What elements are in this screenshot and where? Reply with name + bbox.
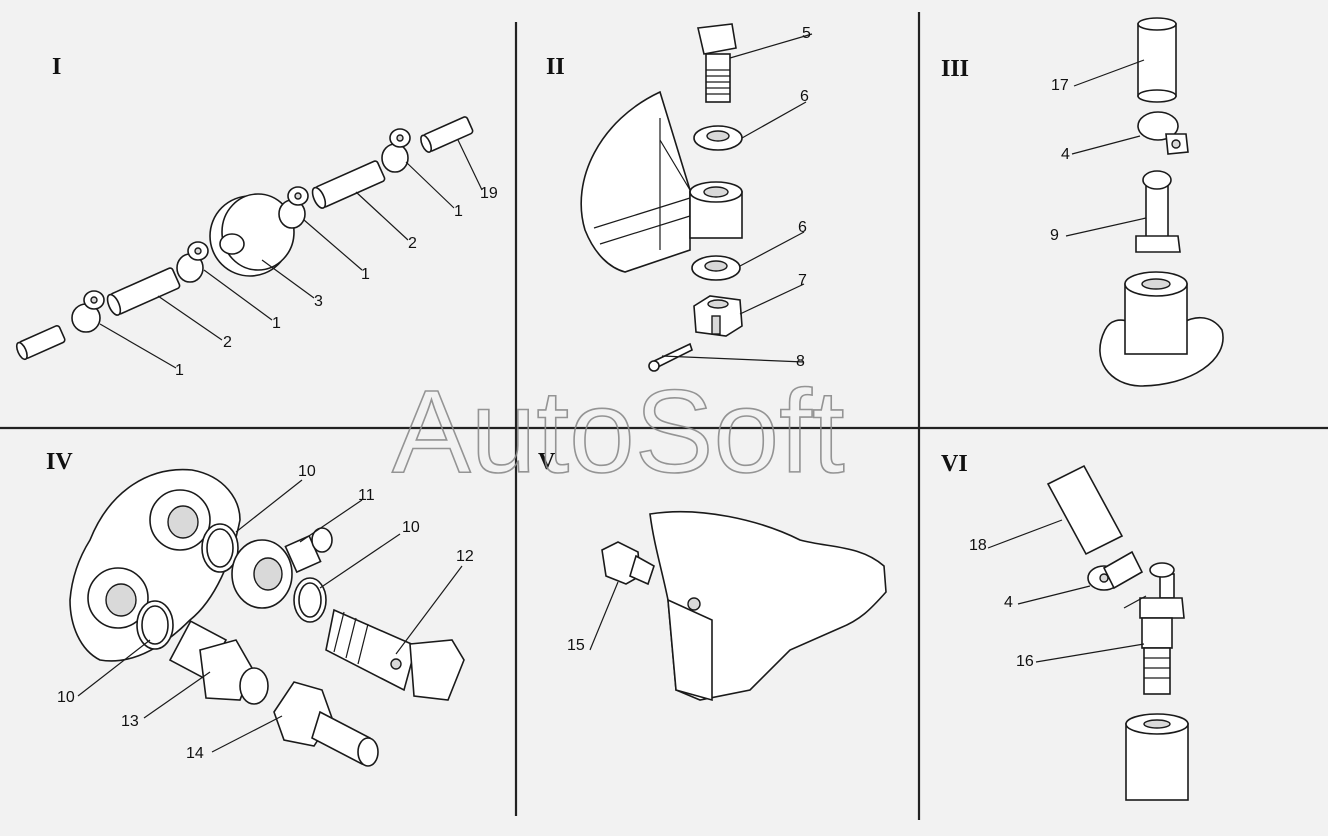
sleeve-part-17 — [1137, 17, 1177, 103]
castle-nut-part-7 — [693, 295, 743, 337]
panel-label-5: V — [538, 449, 556, 475]
callout-11: 11 — [358, 487, 375, 504]
callout-6a: 6 — [800, 88, 809, 105]
sleeve-part — [15, 324, 66, 361]
panel-label-4: IV — [46, 449, 73, 475]
callout-12: 12 — [456, 548, 474, 565]
callout-8: 8 — [796, 353, 805, 370]
clamp-part-1d — [381, 128, 411, 173]
valve-part-16 — [1123, 562, 1185, 695]
threaded-boss-upper — [149, 489, 211, 551]
bushing-part — [689, 181, 743, 239]
callout-16: 16 — [1016, 653, 1034, 670]
clamp-part-1 — [71, 290, 105, 333]
callout-1c: 1 — [361, 266, 370, 283]
callout-10b: 10 — [402, 519, 420, 536]
callout-1a: 1 — [175, 362, 184, 379]
callout-7: 7 — [798, 272, 807, 289]
panel-1-assembly — [15, 116, 483, 369]
callout-5: 5 — [802, 25, 811, 42]
threaded-boss-lower — [87, 567, 149, 629]
callout-2a: 2 — [223, 334, 232, 351]
banjo-bolt-part-12 — [325, 608, 465, 701]
clamp-part-1c — [278, 186, 309, 229]
callout-6b: 6 — [798, 219, 807, 236]
pulley-part-3 — [209, 193, 295, 277]
clamp-part-4a — [1137, 111, 1189, 155]
washer-part-6a — [693, 125, 743, 151]
tube-part-18 — [1046, 464, 1124, 556]
callout-4b: 4 — [1004, 594, 1013, 611]
tube-part-2a — [106, 267, 181, 316]
gasket-part-10a — [201, 523, 239, 573]
callout-4a: 4 — [1061, 146, 1070, 163]
boss-part-vi — [1125, 713, 1189, 801]
callout-1b: 1 — [272, 315, 281, 332]
panel-6-assembly — [987, 464, 1189, 801]
callout-13: 13 — [121, 713, 139, 730]
panel-5-assembly — [589, 510, 887, 702]
gasket-part-10b — [293, 577, 327, 623]
panel-4-assembly — [69, 468, 465, 767]
callout-2b: 2 — [408, 235, 417, 252]
tube-part-2b — [311, 160, 386, 209]
callout-9: 9 — [1050, 227, 1059, 244]
callout-3: 3 — [314, 293, 323, 310]
panel-label-2: II — [546, 54, 565, 80]
fitting-part-15 — [601, 541, 655, 586]
banjo-part-11 — [231, 527, 333, 609]
sleeve-part-19 — [420, 116, 474, 153]
callout-10a: 10 — [298, 463, 316, 480]
panel-label-1: I — [52, 54, 61, 80]
clamp-part-4b — [1087, 550, 1144, 591]
panel-3-assembly — [1065, 17, 1224, 387]
fitting-part-14 — [273, 681, 379, 767]
clamp-part-1b — [176, 241, 209, 283]
watermark-logo: AutoSoft — [392, 366, 845, 498]
panel-label-3: III — [941, 56, 969, 82]
panel-label-6: VI — [941, 451, 968, 477]
gasket-part-10c — [136, 600, 174, 650]
callout-15: 15 — [567, 637, 585, 654]
union-part-13 — [168, 620, 269, 705]
bolt-part-5 — [697, 23, 737, 103]
panel-2-assembly — [580, 23, 813, 372]
callout-17: 17 — [1051, 77, 1069, 94]
boss-part — [1099, 271, 1224, 387]
callout-14: 14 — [186, 745, 204, 762]
callout-18: 18 — [969, 537, 987, 554]
callout-10c: 10 — [57, 689, 75, 706]
nipple-part-9 — [1135, 170, 1181, 253]
callout-1d: 1 — [454, 203, 463, 220]
callout-19: 19 — [480, 185, 498, 202]
washer-part-6b — [691, 255, 741, 281]
